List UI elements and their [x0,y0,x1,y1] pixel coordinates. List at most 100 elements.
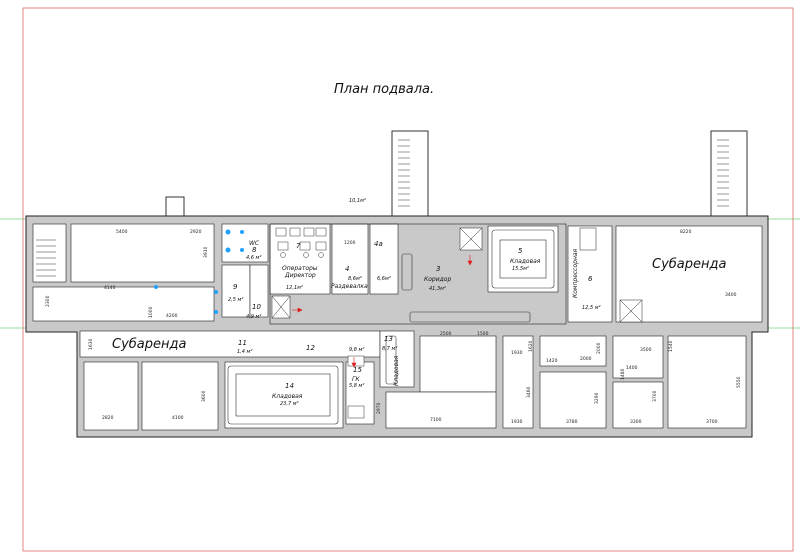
sink-icon [154,285,158,289]
room-south-2 [141,361,219,431]
sanitary-fixtures [154,229,244,314]
room-number-10: 10 [252,303,261,311]
room-number-4a: 4а [374,240,383,248]
dim-3700: 3700 [652,390,658,402]
room-south-9 [539,335,607,367]
room-south-5 [502,335,534,429]
dim-1420: 1420 [546,358,558,364]
area-7: 12,1м² [286,285,303,291]
toilet-icon [225,229,231,235]
dim-1000: 1000 [148,306,154,318]
label-koridor: Коридор [424,276,451,283]
dim-1930-b: 1930 [511,419,523,425]
area-5: 15,5м² [512,266,529,272]
room-10 [249,264,269,318]
room-13 [379,330,415,388]
dim-1480: 1480 [620,368,626,380]
label-kladovaya-5: Кладовая [510,258,541,265]
area-4a: 6,6м² [377,276,391,282]
area-14: 23,7 м² [280,401,299,407]
dim-2920: 2920 [190,229,202,235]
corridor-south [79,330,381,358]
label-subarenda-right: Субаренда [652,257,726,272]
room-number-3: 3 [436,265,440,273]
area-8: 4,6 м² [246,255,261,261]
area-13: 8,7 м² [382,346,397,352]
dimension-labels: 5400 2920 3910 8220 3400 4140 2300 1000 … [45,229,742,425]
room-number-12: 12 [306,344,315,352]
room-south-6 [539,371,607,429]
sink-icon [214,290,218,294]
room-interiors [32,223,763,431]
dim-1500: 1500 [477,331,489,337]
room-number-4: 4 [345,265,349,273]
dim-5550: 5550 [736,376,742,388]
stair-pits [165,130,748,220]
room-number-11: 11 [238,339,247,347]
room-9 [221,264,251,318]
direction-arrows [292,255,473,368]
dim-3700-b: 3700 [706,419,718,425]
room-number-7: 7 [296,242,301,250]
room-14 [224,361,344,429]
area-4: 8,6м² [348,276,362,282]
dim-1200: 1200 [344,240,356,246]
dim-4100: 4100 [172,415,184,421]
dim-3500: 3500 [640,347,652,353]
label-gk: ГК [352,376,360,383]
label-kladovaya-14: Кладовая [272,393,303,400]
room-south-3 [419,335,497,393]
plan-title: План подвала. [334,82,434,97]
dim-3600: 3600 [201,390,207,402]
dim-3910: 3910 [203,246,209,258]
dim-1400: 1400 [626,365,638,371]
dim-5400: 5400 [116,229,128,235]
room-number-13: 13 [384,335,393,343]
room-5 [487,225,559,293]
sink-icon [240,230,244,234]
dim-3290: 3290 [594,392,600,404]
dim-1930-a: 1930 [511,350,523,356]
sink-icon [240,248,244,252]
room-south-8 [667,335,747,429]
area-12: 9,8 м² [349,347,364,353]
office-furniture [275,227,365,419]
label-kladovaya-13: Кладовая [393,355,400,386]
toilet-icon [225,247,231,253]
shafts [271,227,643,323]
room-stair-left [32,223,67,283]
room-3 [269,223,567,325]
stair-steps [398,139,729,207]
label-wc: WC [249,240,260,247]
dim-1620: 1620 [528,340,534,352]
area-10: 4,9 м² [246,314,261,320]
sheet-border [22,7,794,552]
shelving [227,229,555,425]
room-number-14: 14 [285,382,294,390]
room-number-8: 8 [252,246,257,254]
dim-1540: 1540 [668,340,674,352]
room-4a [369,223,399,295]
label-razdevalka: Раздевалка [331,283,368,290]
dim-2820: 2820 [102,415,114,421]
dim-2300: 2300 [45,295,51,307]
area-3: 41,3м² [429,286,446,292]
label-operatory: Операторы [282,265,318,272]
dim-7100: 7100 [430,417,442,423]
room-left-top [70,223,215,283]
stair-pit-right [710,130,748,220]
room-south-7 [612,381,664,429]
room-number-15: 15 [353,366,362,374]
area-15: 5,8 м² [349,383,364,389]
dim-4140: 4140 [104,285,116,291]
dim-2500: 2500 [440,331,452,337]
stair-pit-center [391,130,429,220]
room-south-10 [612,335,664,379]
dim-3300: 3300 [630,419,642,425]
dim-3780: 3780 [566,419,578,425]
area-6: 12,5 м² [582,305,601,311]
area-top: 10,1м² [349,198,366,204]
room-number-6: 6 [588,275,593,283]
dim-1630: 1630 [88,338,94,350]
